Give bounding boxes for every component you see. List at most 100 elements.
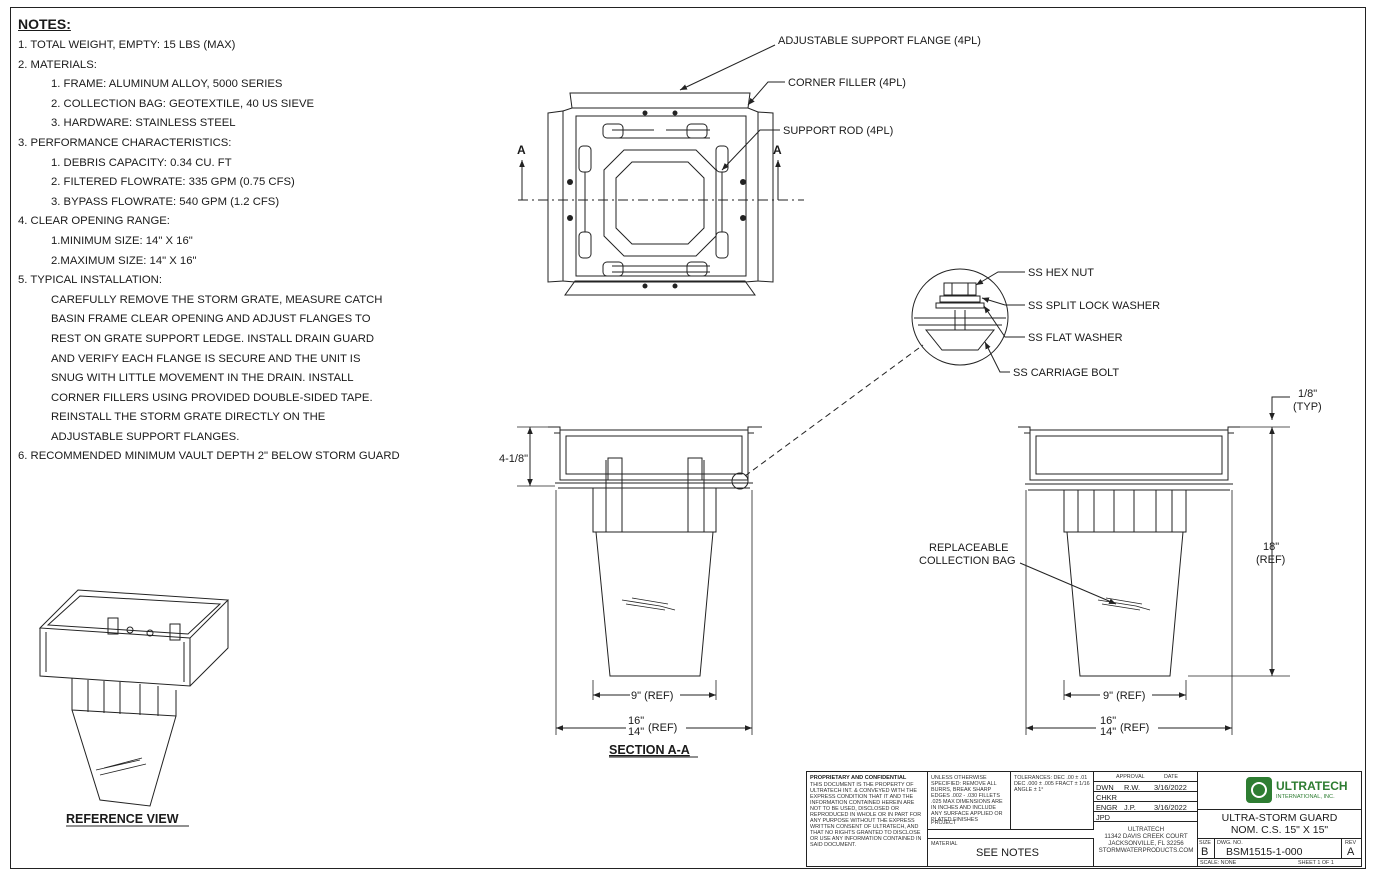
note-line: 6. RECOMMENDED MINIMUM VAULT DEPTH 2" BE… — [18, 450, 400, 463]
iso-bracket-1 — [107, 617, 119, 635]
side-view — [1018, 396, 1290, 735]
section-bracket-right — [687, 457, 703, 481]
note-line: 3. PERFORMANCE CHARACTERISTICS: — [18, 136, 232, 149]
date-label: DATE — [1164, 774, 1178, 780]
material-label: MATERIAL — [931, 841, 958, 847]
logo-subtitle: INTERNATIONAL, INC. — [1276, 794, 1335, 800]
detail-link-line — [744, 344, 924, 477]
note-line: 2. FILTERED FLOWRATE: 335 GPM (0.75 CFS) — [51, 176, 295, 189]
iso-front — [39, 628, 191, 687]
scale-row: SCALE: NONE SHEET 1 OF 1 — [1198, 858, 1361, 866]
dwg-number-row: SIZE B DWG. NO. BSM1515-1-000 REV A — [1198, 838, 1361, 859]
side-labels: REPLACEABLE COLLECTION BAG 1/8" (TYP) 18… — [919, 388, 1322, 738]
bolt-shank — [954, 310, 966, 330]
side-bag — [1066, 531, 1184, 677]
iso-bolt-2 — [146, 629, 154, 637]
material-cell: MATERIAL SEE NOTES — [928, 838, 1094, 866]
note-line: 2. MATERIALS: — [18, 58, 97, 71]
proprietary-cell: PROPRIETARY AND CONFIDENTIAL THIS DOCUME… — [807, 772, 928, 866]
iso-front-inner — [45, 632, 185, 682]
bracket-top — [612, 129, 710, 139]
rev-value: A — [1347, 846, 1355, 858]
section-cage — [592, 488, 717, 533]
detail-circle — [911, 268, 1009, 366]
side-dim-bottom-width: 9" (REF) — [1103, 690, 1145, 702]
side-ext-top-width — [1025, 490, 1233, 735]
logo-name: ULTRATECH — [1276, 779, 1348, 793]
section-bracket-left — [607, 457, 623, 481]
side-ext-height — [1188, 426, 1290, 677]
support-rods-vertical — [584, 172, 723, 232]
callout-lock-washer: SS SPLIT LOCK WASHER — [1028, 300, 1160, 312]
callout-carriage-bolt: SS CARRIAGE BOLT — [1013, 367, 1119, 379]
hardware-labels: SS HEX NUT SS SPLIT LOCK WASHER SS FLAT … — [1013, 267, 1160, 379]
dwg-no-label: DWG. NO. — [1217, 840, 1243, 846]
notes-title: NOTES: — [18, 16, 71, 32]
material-value: SEE NOTES — [976, 847, 1039, 859]
dwn-date: 3/16/2022 — [1154, 783, 1187, 792]
callout-bag-line2: COLLECTION BAG — [919, 555, 1016, 567]
address-line2: JACKSONVILLE, FL 32256 — [1108, 840, 1184, 847]
approval-label: APPROVAL — [1116, 774, 1145, 780]
reference-view-title: REFERENCE VIEW — [66, 812, 179, 826]
flange-top — [569, 92, 751, 109]
side-dim-top-width-a: 16" — [1100, 715, 1116, 727]
approval-cell: APPROVAL DATE DWN R.W. 3/16/2022 CHKR EN… — [1094, 772, 1198, 866]
dim-top-width-a: 16" — [628, 715, 644, 727]
section-frame — [559, 429, 749, 481]
dim-overall-height: 18" — [1263, 541, 1279, 553]
callout-bag-line1: REPLACEABLE — [929, 542, 1008, 554]
dim-bottom-width: 9" (REF) — [631, 690, 673, 702]
bracket-bottom — [612, 265, 710, 273]
dwn-label: DWN — [1096, 783, 1114, 792]
note-line: 4. CLEAR OPENING RANGE: — [18, 215, 170, 228]
note-line: BASIN FRAME CLEAR OPENING AND ADJUST FLA… — [51, 313, 371, 326]
drawing-border — [10, 7, 1366, 869]
iso-bag — [71, 709, 177, 807]
flange-right — [757, 111, 774, 283]
note-line: 1.MINIMUM SIZE: 14" X 16" — [51, 234, 193, 247]
logo-area: ULTRATECH INTERNATIONAL, INC. — [1198, 772, 1361, 810]
bolt-heads — [567, 110, 746, 289]
note-line: 3. HARDWARE: STAINLESS STEEL — [51, 117, 236, 130]
note-line: 5. TYPICAL INSTALLATION: — [18, 274, 162, 287]
leader-hex-nut — [975, 271, 1025, 286]
dwn-row: DWN R.W. 3/16/2022 — [1094, 782, 1198, 792]
drawing-title-line1: ULTRA-STORM GUARD — [1221, 812, 1338, 824]
note-line: REINSTALL THE STORM GRATE DIRECTLY ON TH… — [51, 411, 326, 424]
iso-bracket-2 — [169, 623, 181, 641]
frame-plate — [914, 317, 1006, 326]
side-dim-top-width-ref: (REF) — [1120, 722, 1149, 734]
slot-right-upper — [715, 145, 729, 173]
side-cage — [1063, 490, 1187, 533]
dim-top-width-ref: (REF) — [648, 722, 677, 734]
dim-top-width-b: 14" — [628, 726, 644, 738]
section-labels: 4-1/8" 9" (REF) 16" 14" (REF) SECTION A-… — [499, 453, 690, 757]
section-bag — [595, 531, 714, 677]
flange-bottom — [564, 280, 756, 296]
dim-thickness-typ: (TYP) — [1293, 401, 1322, 413]
sheet-label: SHEET 1 OF 1 — [1298, 860, 1334, 866]
leader-carriage-bolt — [984, 341, 1010, 373]
callout-flange: ADJUSTABLE SUPPORT FLANGE (4PL) — [778, 35, 981, 47]
section-bag-weave — [621, 597, 676, 611]
callout-corner-filler: CORNER FILLER (4PL) — [788, 77, 906, 89]
section-view-title: SECTION A-A — [609, 743, 690, 757]
section-cage-rods — [605, 460, 705, 532]
note-line: CORNER FILLERS USING PROVIDED DOUBLE-SID… — [51, 391, 373, 404]
rev-label: REV — [1345, 840, 1357, 846]
iso-side — [189, 600, 229, 687]
dim-height-flange: 4-1/8" — [499, 453, 528, 465]
note-line: REST ON GRATE SUPPORT LEDGE. INSTALL DRA… — [51, 332, 375, 345]
section-ext-top-width — [555, 490, 753, 735]
engr-row: ENGR J.P. 3/16/2022 — [1094, 802, 1198, 812]
slot-bottom-right — [686, 261, 708, 277]
reference-labels: REFERENCE VIEW — [66, 812, 179, 826]
outlet-octagon-outer — [603, 149, 717, 257]
slot-right-lower — [715, 231, 729, 259]
reference-view — [38, 589, 230, 807]
company-website: STORMWATERPRODUCTS.COM — [1098, 847, 1194, 854]
drawing-info-cell: ULTRATECH INTERNATIONAL, INC. ULTRA-STOR… — [1198, 772, 1361, 866]
frame-outline — [562, 107, 759, 283]
